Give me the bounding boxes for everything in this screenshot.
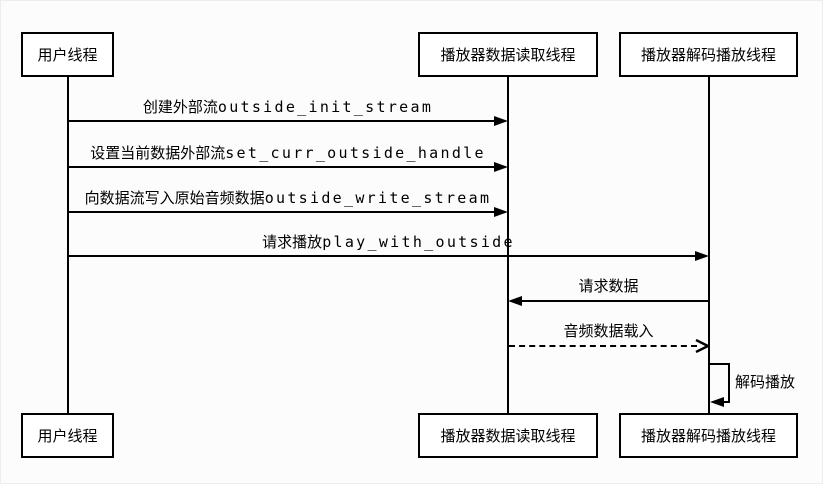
arrowhead-right-icon — [494, 162, 508, 172]
message-arrow-line-dashed — [509, 345, 697, 347]
message-arrow-line — [68, 166, 496, 168]
message-label: 创建外部流outside_init_stream — [68, 97, 508, 117]
participant-box-decoder-top: 播放器解码播放线程 — [619, 32, 798, 77]
lifeline-reader — [507, 77, 509, 413]
arrowhead-right-icon — [494, 116, 508, 126]
lifeline-decoder — [708, 77, 710, 413]
participant-label-reader-top: 播放器数据读取线程 — [440, 47, 576, 64]
participant-label-decoder-bottom: 播放器解码播放线程 — [640, 428, 776, 445]
participant-label-reader-bottom: 播放器数据读取线程 — [440, 428, 576, 445]
arrowhead-right-icon — [695, 251, 709, 261]
message-arrow-line — [68, 211, 496, 213]
message-text-cn: 解码播放 — [735, 374, 796, 391]
message-label: 请求播放play_with_outside — [68, 232, 709, 252]
message-label: 解码播放 — [735, 373, 795, 393]
message-label: 音频数据载入 — [508, 322, 709, 342]
arrowhead-right-icon — [494, 207, 508, 217]
self-loop-bottom-line — [721, 401, 730, 403]
participant-box-user-top: 用户线程 — [21, 32, 114, 77]
message-text-cn: 向数据流写入原始音频数据 — [84, 190, 265, 207]
participant-box-reader-bottom: 播放器数据读取线程 — [418, 413, 598, 458]
message-text-code: outside_init_stream — [217, 98, 434, 116]
arrowhead-left-icon — [508, 296, 522, 306]
message-label: 请求数据 — [508, 277, 709, 297]
participant-box-user-bottom: 用户线程 — [21, 413, 114, 458]
arrowhead-open-right-icon — [695, 339, 710, 353]
message-text-code: play_with_outside — [322, 233, 515, 251]
participant-box-decoder-bottom: 播放器解码播放线程 — [619, 413, 798, 458]
message-text-cn: 请求数据 — [578, 278, 639, 295]
message-arrow-line — [68, 255, 697, 257]
participant-label-decoder-top: 播放器解码播放线程 — [640, 47, 776, 64]
message-label: 设置当前数据外部流set_curr_outside_handle — [68, 143, 508, 163]
message-label: 向数据流写入原始音频数据outside_write_stream — [68, 188, 508, 208]
participant-label-user-top: 用户线程 — [37, 47, 98, 64]
self-loop-top-line — [709, 363, 730, 365]
message-arrow-line — [68, 120, 496, 122]
message-text-cn: 创建外部流 — [142, 99, 218, 116]
message-text-cn: 请求播放 — [262, 234, 323, 251]
lifeline-user — [67, 77, 69, 414]
message-text-code: outside_write_stream — [264, 189, 492, 207]
message-text-cn: 设置当前数据外部流 — [90, 145, 226, 162]
message-text-code: set_curr_outside_handle — [225, 144, 486, 162]
message-arrow-line — [520, 300, 709, 302]
self-loop-right-line — [728, 363, 730, 403]
message-text-cn: 音频数据载入 — [563, 323, 654, 340]
participant-label-user-bottom: 用户线程 — [37, 428, 98, 445]
participant-box-reader-top: 播放器数据读取线程 — [418, 32, 598, 77]
arrowhead-left-icon — [710, 397, 724, 407]
